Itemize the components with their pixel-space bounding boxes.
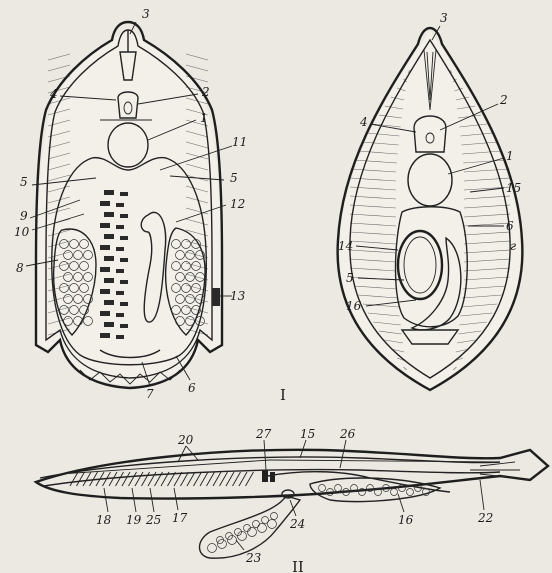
bottom-label-19: 19 xyxy=(126,513,142,527)
bottom-label-22: 22 xyxy=(477,511,493,525)
left-label-5b: 5 xyxy=(230,171,238,185)
right-cross-section xyxy=(338,28,523,390)
left-label-10: 10 xyxy=(14,225,30,239)
bottom-label-15: 15 xyxy=(300,427,315,441)
bottom-label-18: 18 xyxy=(96,513,112,527)
bottom-label-25: 25 xyxy=(145,513,161,527)
left-label-4: 4 xyxy=(49,87,58,101)
right-label-6: 6 xyxy=(506,219,514,233)
bottom-label-24: 24 xyxy=(289,517,305,531)
right-label-1: 1 xyxy=(506,149,514,163)
left-label-11: 11 xyxy=(232,135,247,149)
left-label-9: 9 xyxy=(20,209,28,223)
bottom-label-27: 27 xyxy=(255,427,272,441)
right-label-16: 16 xyxy=(346,299,362,313)
lateral-view xyxy=(36,450,548,558)
left-label-3: 3 xyxy=(142,7,150,21)
right-label-2: 2 xyxy=(499,93,508,107)
section-I-label: I xyxy=(280,386,286,404)
right-label-4: 4 xyxy=(359,115,368,129)
hepatic-caecum-lateral xyxy=(200,496,301,558)
section-II-label: II xyxy=(292,558,304,573)
right-label-g: г xyxy=(510,239,516,253)
bottom-label-16: 16 xyxy=(398,513,414,527)
left-label-2: 2 xyxy=(201,85,210,99)
right-label-5: 5 xyxy=(346,271,354,285)
left-label-13: 13 xyxy=(230,289,246,303)
bottom-label-20: 20 xyxy=(177,433,194,447)
bottom-label-17: 17 xyxy=(172,511,188,525)
right-label-3: 3 xyxy=(440,11,448,25)
left-cross-section xyxy=(36,22,222,388)
bottom-label-23: 23 xyxy=(245,551,262,565)
left-label-5a: 5 xyxy=(20,175,28,189)
metapleural-canal xyxy=(212,288,220,306)
left-label-8: 8 xyxy=(16,261,24,275)
left-label-6: 6 xyxy=(188,381,196,395)
left-label-7: 7 xyxy=(146,387,154,401)
left-label-12: 12 xyxy=(230,197,245,211)
right-label-14: 14 xyxy=(338,239,353,253)
left-label-1: 1 xyxy=(200,111,208,125)
bottom-label-26: 26 xyxy=(339,427,356,441)
right-label-15: 15 xyxy=(506,181,521,195)
